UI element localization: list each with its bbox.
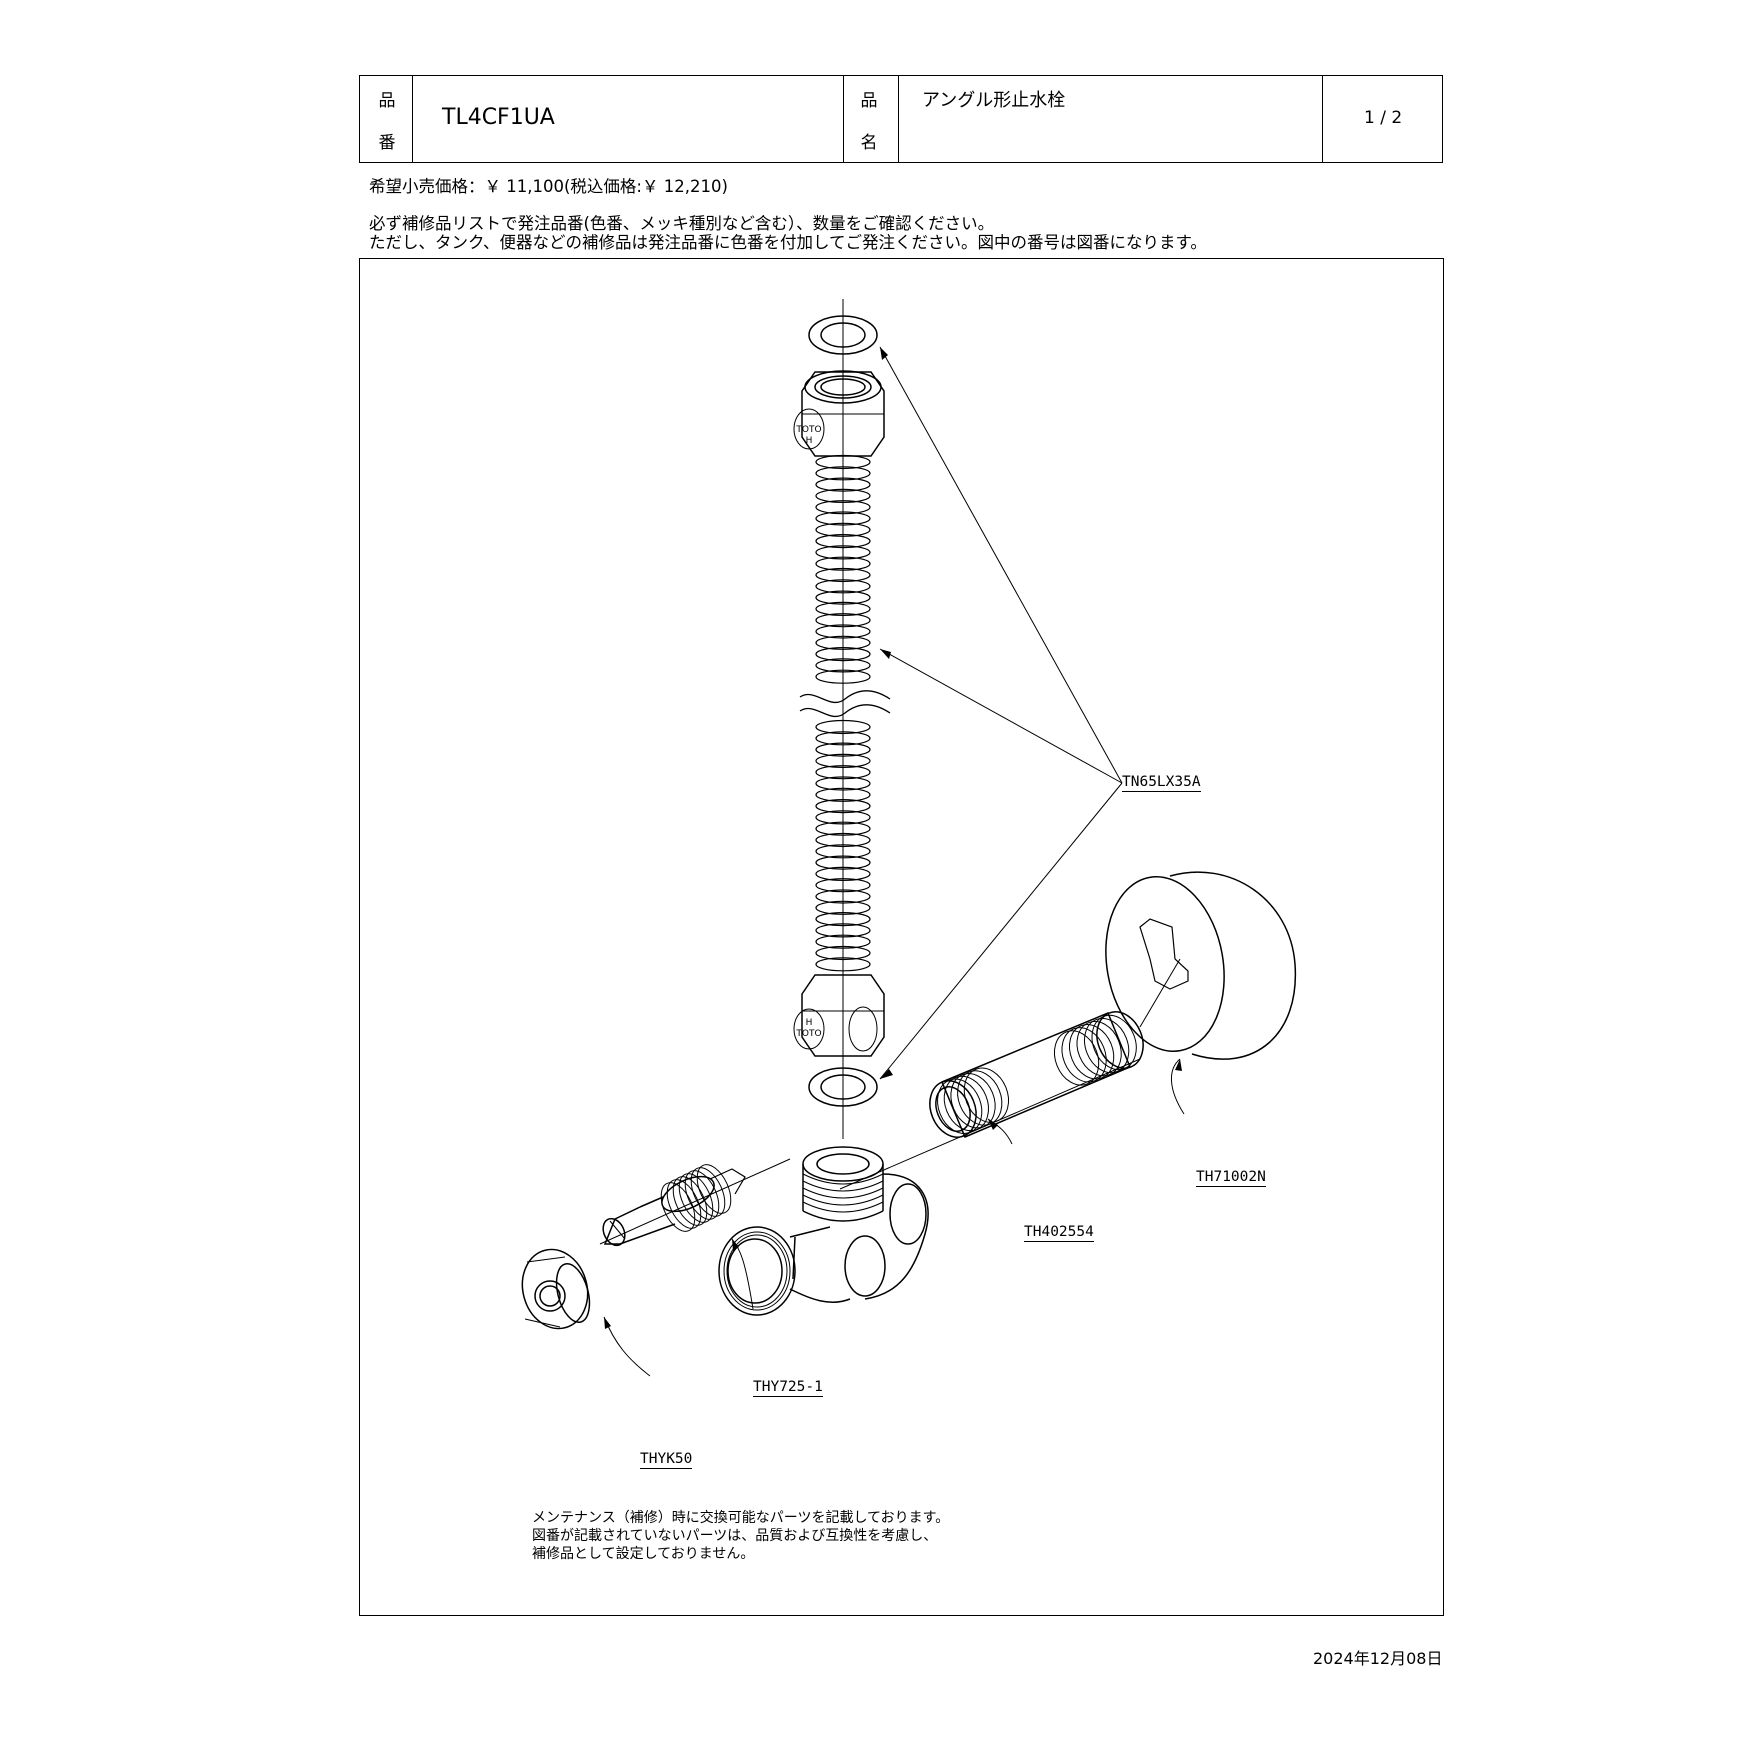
part-label-tn65lx35a[interactable]: TN65LX35A	[1122, 774, 1201, 792]
escutcheon-plate	[1105, 871, 1297, 1060]
hose-break-mark	[799, 690, 891, 718]
bottom-washer	[808, 1067, 878, 1107]
valve-cartridge	[599, 1158, 791, 1247]
retail-price: 希望小売価格：￥ 11,100(税込価格:￥ 12,210)	[369, 177, 728, 196]
corrugated-hose	[815, 454, 871, 972]
header-table: 品 番 TL4CF1UA 品 名 アングル形止水栓 1 / 2	[359, 75, 1443, 163]
part-number-label: 番	[378, 133, 396, 153]
notice-line-1: 必ず補修品リストで発注品番(色番、メッキ種別など含む）、数量をご確認ください。	[369, 214, 995, 233]
leader-arrowheads	[604, 347, 1182, 1329]
exploded-parts-diagram: TOTO H H TOTO	[359, 258, 1444, 1616]
product-name-label: 品	[860, 91, 878, 111]
header-divider	[898, 76, 899, 162]
top-washer	[808, 315, 878, 355]
page-number: 1 / 2	[1364, 108, 1403, 128]
issue-date: 2024年12月08日	[1313, 1649, 1443, 1668]
header-divider	[1322, 76, 1323, 162]
bottom-nut	[793, 974, 885, 1057]
part-label-th402554[interactable]: TH402554	[1024, 1224, 1094, 1242]
top-nut-mark-h: H	[806, 436, 813, 446]
top-nut	[793, 370, 885, 457]
part-number-label: 品	[378, 91, 396, 111]
parts-drawing: TOTO H H TOTO	[521, 299, 1297, 1377]
notice-line-2: ただし、タンク、便器などの補修品は発注品番に色番を付加してご発注ください。図中の…	[369, 233, 1207, 252]
footnote-line-3: 補修品として設定しておりません。	[532, 1546, 755, 1562]
leader-lines	[603, 346, 1185, 1377]
part-label-thyk50[interactable]: THYK50	[640, 1451, 693, 1469]
pipe-nipple	[839, 1011, 1144, 1190]
part-label-th71002n[interactable]: TH71002N	[1196, 1169, 1266, 1187]
part-number: TL4CF1UA	[442, 105, 555, 130]
top-nut-mark: TOTO	[795, 425, 821, 435]
bottom-nut-mark-h: H	[806, 1018, 813, 1028]
product-name-label: 名	[860, 133, 878, 153]
valve-body	[718, 1146, 929, 1316]
header-divider	[843, 76, 844, 162]
product-name: アングル形止水栓	[922, 90, 1066, 111]
handle-cap	[521, 1248, 591, 1330]
part-label-thy725-1[interactable]: THY725-1	[753, 1379, 823, 1397]
footnote-line-2: 図番が記載されていないパーツは、品質および互換性を考慮し、	[532, 1528, 938, 1544]
footnote-line-1: メンテナンス（補修）時に交換可能なパーツを記載しております。	[532, 1510, 950, 1526]
header-divider	[412, 76, 413, 162]
bottom-nut-mark: TOTO	[795, 1029, 821, 1039]
